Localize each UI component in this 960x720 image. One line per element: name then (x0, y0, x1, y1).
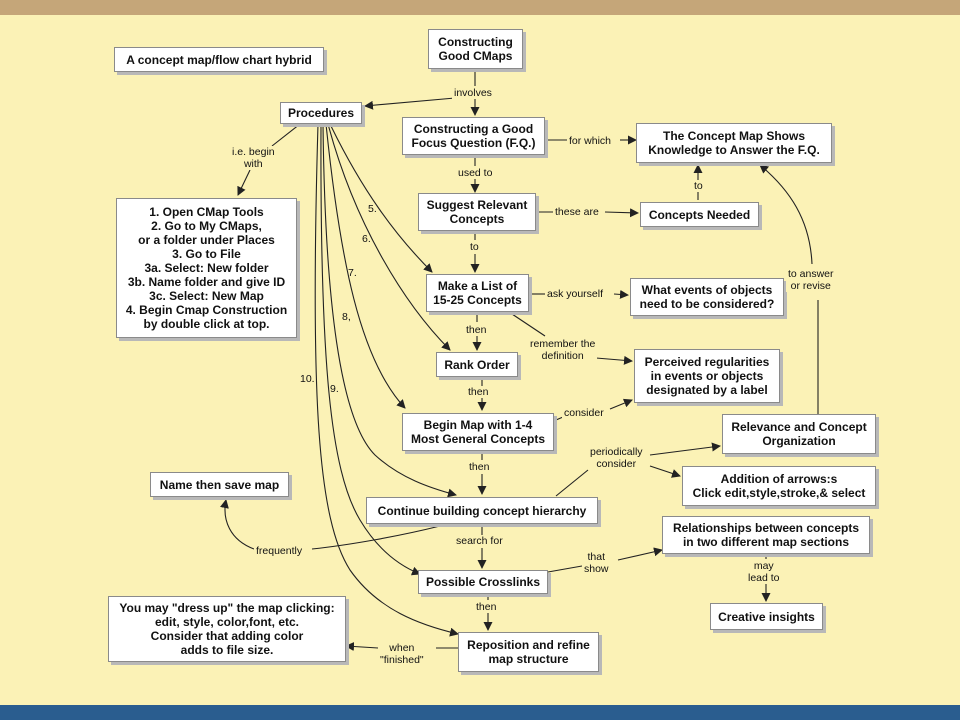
label-step-7: 7. (348, 267, 357, 279)
link-proc-7 (325, 123, 406, 409)
link-crosslinks-thatshow (547, 565, 583, 573)
link-begin-steps (237, 169, 251, 196)
label-step-9: 9. (330, 383, 339, 395)
label-involves: involves (452, 87, 494, 99)
link-proc-10 (314, 123, 459, 637)
node-possible-crosslinks[interactable]: Possible Crosslinks (418, 570, 548, 594)
node-dress-up[interactable]: You may "dress up" the map clicking: edi… (108, 596, 346, 662)
link-continue-periodically (555, 469, 589, 497)
node-creative-insights[interactable]: Creative insights (710, 603, 823, 630)
label-then-rank: then (464, 324, 489, 336)
link-consider-perceived (609, 398, 633, 410)
node-what-events[interactable]: What events of objects need to be consid… (630, 278, 784, 316)
label-search-for: search for (454, 535, 505, 547)
label-to-makelist: to (468, 241, 481, 253)
node-concept-map-shows[interactable]: The Concept Map Shows Knowledge to Answe… (636, 123, 832, 163)
label-these-are: these are (553, 206, 601, 218)
node-rank-order[interactable]: Rank Order (436, 352, 518, 377)
link-thatshow-relationships (617, 547, 663, 561)
link-involves-procedures (364, 97, 456, 110)
label-then-continue: then (467, 461, 492, 473)
link-beginmap-consider (555, 416, 564, 421)
label-consider: consider (562, 407, 606, 419)
label-step-8: 8, (342, 311, 351, 323)
link-frequently-namesave (220, 499, 255, 550)
node-steps-list[interactable]: 1. Open CMap Tools 2. Go to My CMaps, or… (116, 198, 297, 338)
label-may-lead-to: may lead to (746, 560, 782, 584)
label-ie-begin-with: i.e. begin with (230, 146, 277, 170)
label-then-reposition: then (474, 601, 499, 613)
label-used-to: used to (456, 167, 495, 179)
link-remember-perceived (595, 355, 633, 365)
bottom-bar (0, 705, 960, 720)
node-continue-hierarchy[interactable]: Continue building concept hierarchy (366, 497, 598, 524)
link-makelist-remember (511, 313, 546, 337)
link-proc-8 (322, 123, 457, 498)
node-reposition-refine[interactable]: Reposition and refine map structure (458, 632, 599, 672)
label-for-which: for which (567, 135, 614, 147)
label-to-needed: to (692, 180, 705, 192)
node-procedures[interactable]: Procedures (280, 102, 362, 124)
link-proc-6 (327, 123, 451, 351)
node-suggest-concepts[interactable]: Suggest Relevant Concepts (418, 193, 536, 231)
title-box: A concept map/flow chart hybrid (114, 47, 324, 72)
node-relevance-organization[interactable]: Relevance and Concept Organization (722, 414, 876, 454)
node-relationships[interactable]: Relationships between concepts in two di… (662, 516, 870, 554)
node-focus-question[interactable]: Constructing a Good Focus Question (F.Q.… (402, 117, 545, 155)
node-constructing-good-cmaps[interactable]: Constructing Good CMaps (428, 29, 523, 69)
label-periodically-consider: periodically consider (588, 446, 645, 470)
label-step-6: 6. (362, 233, 371, 245)
node-addition-arrows[interactable]: Addition of arrows:s Click edit,style,st… (682, 466, 876, 506)
node-make-list[interactable]: Make a List of 15-25 Concepts (426, 274, 529, 312)
label-then-beginmap: then (466, 386, 491, 398)
link-periodically-relevance (649, 442, 721, 456)
label-ask-yourself: ask yourself (545, 288, 606, 300)
label-when-finished: when "finished" (378, 642, 426, 666)
top-bar (0, 0, 960, 15)
link-proc-9 (320, 123, 421, 576)
link-proc-5 (329, 123, 433, 273)
label-to-answer-revise: to answer or revise (786, 268, 836, 292)
label-that-show: that show (582, 551, 611, 575)
link-continue-frequently (311, 525, 441, 550)
node-perceived-regularities[interactable]: Perceived regularities in events or obje… (634, 349, 780, 403)
link-ask-whatevents (613, 289, 629, 299)
node-concepts-needed[interactable]: Concepts Needed (640, 202, 759, 227)
node-begin-map[interactable]: Begin Map with 1-4 Most General Concepts (402, 413, 554, 451)
link-theseare-needed (604, 208, 639, 218)
label-frequently: frequently (254, 545, 305, 557)
label-step-5: 5. (368, 203, 377, 215)
link-toanswer-cmshows (759, 164, 813, 265)
node-name-save-map[interactable]: Name then save map (150, 472, 289, 497)
link-periodically-addition (649, 465, 681, 478)
link-when-dressup (345, 642, 379, 651)
label-step-10: 10. (300, 373, 315, 385)
label-remember-definition: remember the definition (528, 338, 598, 362)
link-procedures-begin (271, 123, 301, 147)
